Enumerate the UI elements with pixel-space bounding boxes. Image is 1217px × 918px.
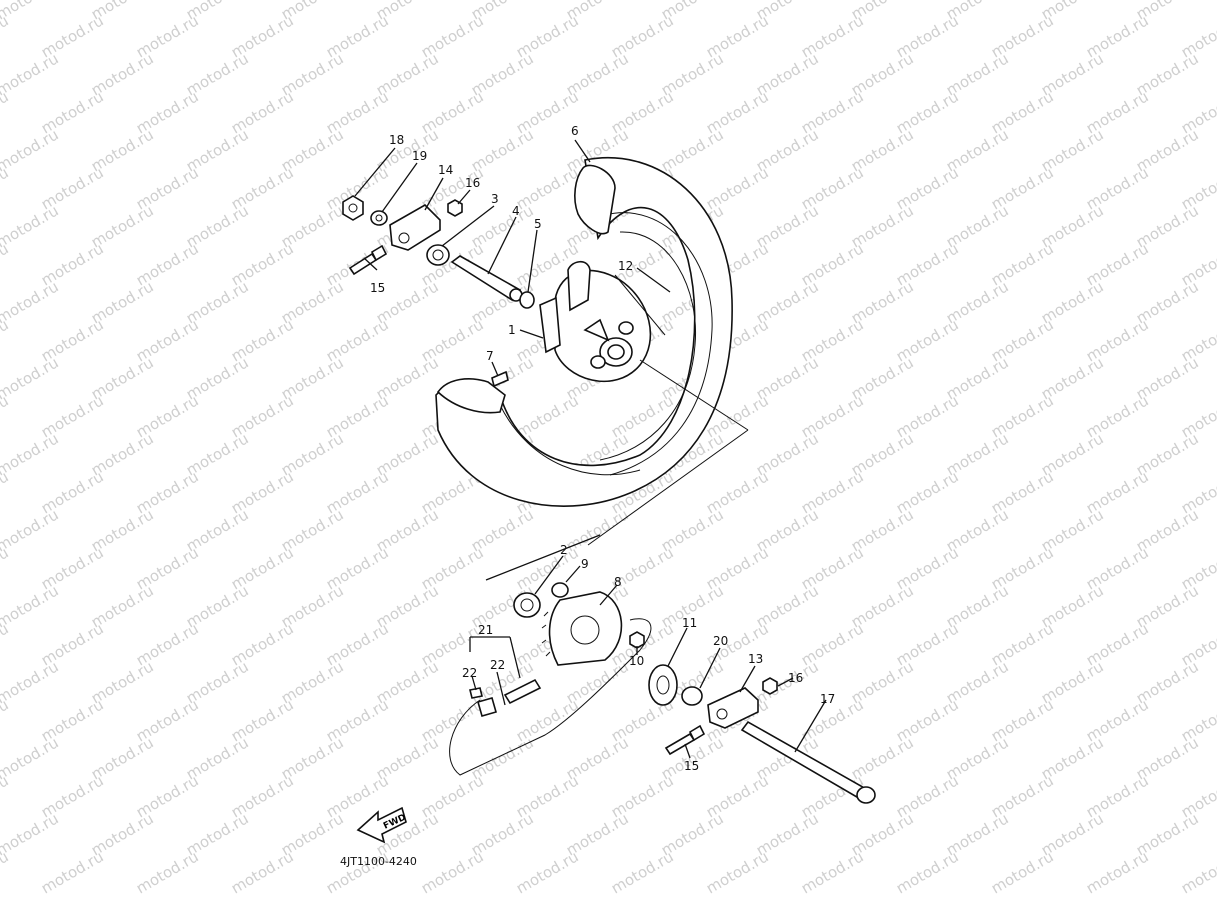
callout-16-bottom: 16 (788, 671, 803, 685)
watermark: motod.ru (608, 847, 677, 897)
watermark: motod.ru (0, 467, 12, 517)
callout-22-right: 22 (490, 658, 505, 672)
watermark: motod.ru (133, 847, 202, 897)
callout-15-top: 15 (370, 281, 385, 295)
watermark: motod.ru (513, 847, 582, 897)
callout-5: 5 (534, 217, 542, 231)
watermark: motod.ru (0, 505, 62, 555)
watermark: motod.ru (1178, 847, 1217, 897)
callout-4: 4 (512, 204, 520, 218)
watermark: motod.ru (0, 277, 62, 327)
watermark: motod.ru (0, 657, 62, 707)
watermark: motod.ru (228, 847, 297, 897)
watermark: motod.ru (0, 11, 12, 61)
leader-lines (354, 139, 827, 759)
callouts: 18 19 14 16 3 4 5 6 12 1 15 7 2 9 8 10 1… (370, 124, 835, 773)
watermark: motod.ru (0, 733, 62, 783)
left-axle-parts (342, 195, 535, 388)
callout-15-bottom: 15 (684, 759, 699, 773)
callout-21: 21 (478, 623, 493, 637)
watermark: motod.ru (0, 809, 62, 859)
watermark: motod.ru (0, 87, 12, 137)
watermark: motod.ru (0, 429, 62, 479)
callout-13: 13 (748, 652, 763, 666)
watermark: motod.ru (0, 695, 12, 745)
watermark: motod.ru (0, 581, 62, 631)
watermark: motod.ru (1083, 847, 1152, 897)
watermark: motod.ru (798, 847, 867, 897)
callout-8: 8 (614, 575, 622, 589)
sprocket-assembly (449, 582, 876, 804)
callout-19: 19 (412, 149, 427, 163)
watermark: motod.ru (0, 201, 62, 251)
watermark: motod.ru (893, 847, 962, 897)
callout-7: 7 (486, 349, 494, 363)
callout-16-top: 16 (465, 176, 480, 190)
watermark: motod.ru (0, 771, 12, 821)
callout-11: 11 (682, 616, 697, 630)
callout-20: 20 (713, 634, 728, 648)
watermark: motod.ru (0, 163, 12, 213)
callout-1: 1 (508, 323, 516, 337)
watermark: motod.ru (988, 847, 1057, 897)
watermark: motod.ru (418, 847, 487, 897)
callout-6: 6 (571, 124, 579, 138)
watermark: motod.ru (0, 353, 62, 403)
wheel-tire (435, 156, 733, 507)
watermark: motod.ru (703, 847, 772, 897)
watermark: motod.ru (0, 315, 12, 365)
watermark: motod.ru (0, 0, 62, 23)
callout-9: 9 (581, 557, 589, 571)
callout-18: 18 (389, 133, 404, 147)
callout-14: 14 (438, 163, 453, 177)
callout-17: 17 (820, 692, 835, 706)
watermark: motod.ru (0, 125, 62, 175)
callout-2: 2 (560, 543, 568, 557)
watermark: motod.ru (0, 49, 62, 99)
watermark: motod.ru (0, 847, 12, 897)
diagram-code: 4JT1100-4240 (340, 855, 417, 868)
callout-10: 10 (629, 654, 644, 668)
watermark: motod.ru (0, 619, 12, 669)
callout-3: 3 (491, 192, 499, 206)
watermark: motod.ru (0, 543, 12, 593)
callout-22-left: 22 (462, 666, 477, 680)
callout-12: 12 (618, 259, 633, 273)
watermark: motod.ru (0, 391, 12, 441)
watermark: motod.ru (0, 239, 12, 289)
watermark: motod.ru (38, 847, 107, 897)
wheel-hub (539, 260, 749, 546)
